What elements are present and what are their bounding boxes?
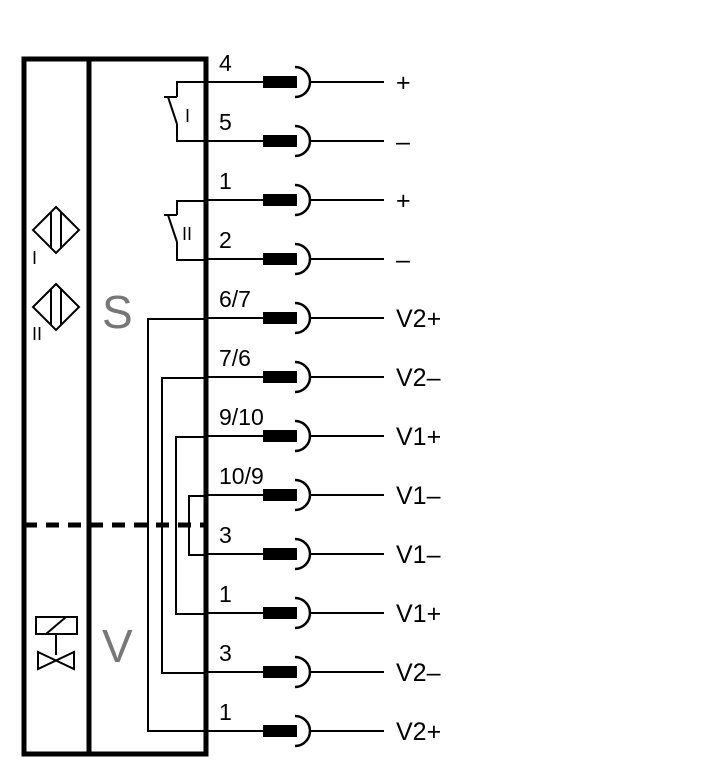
terminal-row: 4+	[206, 50, 411, 99]
connector-socket-icon	[294, 124, 312, 158]
housing-outline	[21, 56, 209, 757]
terminal-pin-label: 2	[219, 227, 232, 253]
connector-socket-icon	[294, 65, 312, 99]
terminal-pin-label: 1	[219, 168, 232, 194]
switch-label-1: I	[185, 106, 190, 126]
connector-socket-icon	[294, 537, 312, 571]
terminal-signal-label: +	[396, 69, 411, 97]
terminal-pin-label: 10/9	[219, 463, 264, 489]
terminal-signal-label: V2+	[396, 305, 441, 333]
section-letter-s: S	[102, 286, 133, 338]
terminal-row: 1V2+	[206, 699, 441, 748]
sensor-label-1: I	[32, 248, 37, 268]
connector-pin-icon	[263, 76, 297, 88]
connector-pin-icon	[263, 135, 297, 147]
terminal-signal-label: +	[396, 187, 411, 215]
terminal-pin-label: 4	[219, 50, 232, 76]
terminal-signal-label: V1+	[396, 423, 441, 451]
connector-pin-icon	[263, 312, 297, 324]
terminal-signal-label: V1+	[396, 600, 441, 628]
connector-pin-icon	[263, 371, 297, 383]
connector-socket-icon	[294, 301, 312, 335]
terminal-row: 1V1+	[206, 581, 441, 630]
section-letter-v: V	[102, 620, 133, 672]
terminal-row: 7/6V2–	[206, 345, 441, 394]
connector-pin-icon	[263, 430, 297, 442]
terminal-pin-label: 1	[219, 581, 232, 607]
connector-socket-icon	[294, 596, 312, 630]
terminal-signal-label: V1–	[396, 541, 441, 569]
connector-socket-icon	[294, 714, 312, 748]
terminal-row: 10/9V1–	[206, 463, 441, 512]
solenoid-valve-icon	[35, 616, 78, 671]
inductive-sensor-icon	[31, 282, 81, 332]
wire-v1-minus	[188, 495, 206, 556]
connector-socket-icon	[294, 242, 312, 276]
terminal-row: 3V1–	[206, 522, 441, 571]
connector-socket-icon	[294, 360, 312, 394]
connector-socket-icon	[294, 478, 312, 512]
terminal-signal-label: V1–	[396, 482, 441, 510]
terminal-row: 6/7V2+	[206, 286, 441, 335]
wire-v1-plus	[175, 436, 206, 615]
terminal-signal-label: V2–	[396, 364, 441, 392]
switch-contact-1	[164, 81, 206, 142]
inductive-sensor-icon	[31, 205, 81, 255]
terminal-signal-label: V2+	[396, 718, 441, 746]
connector-socket-icon	[294, 419, 312, 453]
terminal-row: 3V2–	[206, 640, 441, 689]
terminal-pin-label: 5	[219, 109, 232, 135]
connector-pin-icon	[263, 489, 297, 501]
internal-wiring	[147, 318, 206, 732]
terminal-row: 2–	[206, 227, 410, 276]
wire-v2-plus	[147, 318, 206, 732]
switch-label-2: II	[182, 224, 192, 244]
sensor-label-2: II	[32, 324, 42, 344]
connector-pin-icon	[263, 666, 297, 678]
connector-pin-icon	[263, 194, 297, 206]
terminal-pin-label: 9/10	[219, 404, 264, 430]
connector-socket-icon	[294, 183, 312, 217]
connector-pin-icon	[263, 607, 297, 619]
connector-pin-icon	[263, 548, 297, 560]
terminal-signal-label: –	[396, 246, 410, 274]
connector-pin-icon	[263, 253, 297, 265]
terminal-signal-label: –	[396, 128, 410, 156]
connector-pin-icon	[263, 725, 297, 737]
terminal-pin-label: 6/7	[219, 286, 251, 312]
terminal-pin-label: 3	[219, 640, 232, 666]
terminal-pin-label: 1	[219, 699, 232, 725]
terminal-row: 5–	[206, 109, 410, 158]
terminal-row: 1+	[206, 168, 411, 217]
terminal-signal-label: V2–	[396, 659, 441, 687]
terminal-list: 4+5–1+2–6/7V2+7/6V2–9/10V1+10/9V1–3V1–1V…	[206, 50, 441, 748]
connector-socket-icon	[294, 655, 312, 689]
wire-v2-minus	[161, 377, 206, 674]
switch-contact-2	[164, 200, 206, 261]
terminal-pin-label: 3	[219, 522, 232, 548]
terminal-pin-label: 7/6	[219, 345, 251, 371]
